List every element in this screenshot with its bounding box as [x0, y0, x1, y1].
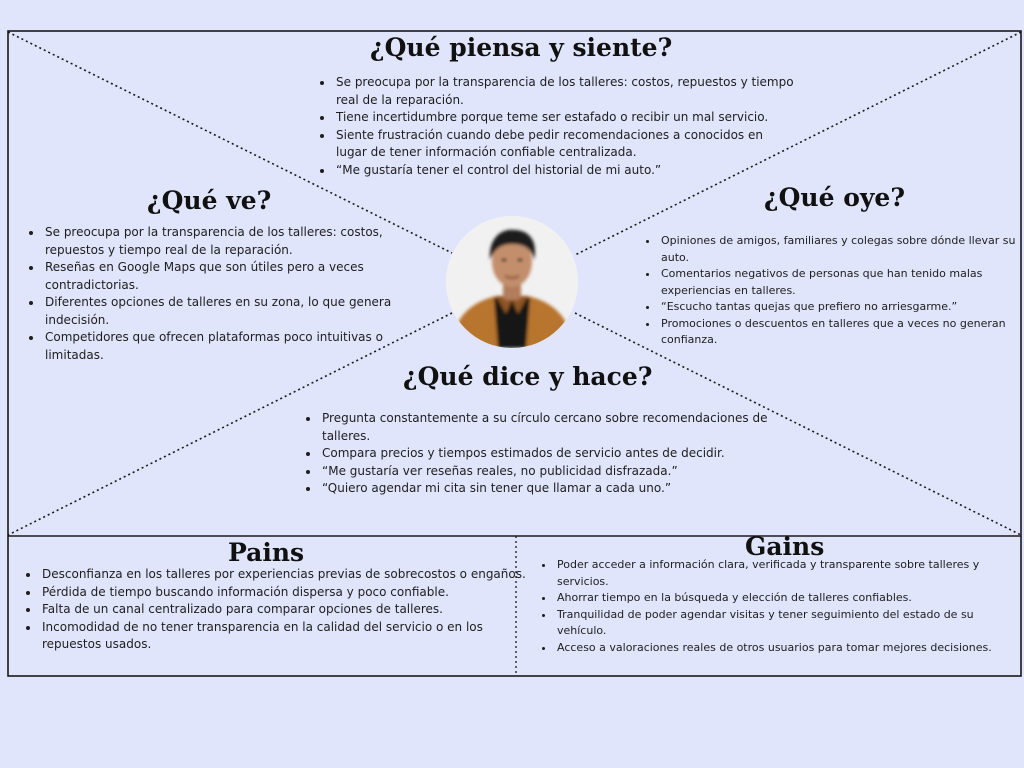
que-oye-title: ¿Qué oye?	[764, 183, 905, 212]
list-item: “Quiero agendar mi cita sin tener que ll…	[320, 480, 768, 498]
que-ve-list: Se preocupa por la transparencia de los …	[26, 224, 419, 364]
map-outer-border	[7, 30, 1022, 677]
que-oye-list: Opiniones de amigos, familiares y colega…	[642, 233, 1019, 349]
list-item: Opiniones de amigos, familiares y colega…	[659, 233, 1019, 266]
list-item: Diferentes opciones de talleres en su zo…	[43, 294, 419, 329]
pains-list: Desconfianza en los talleres por experie…	[23, 566, 528, 654]
list-item: Reseñas en Google Maps que son útiles pe…	[43, 259, 419, 294]
dice-hace-list: Pregunta constantemente a su círculo cer…	[303, 410, 768, 498]
list-item: Tranquilidad de poder agendar visitas y …	[555, 607, 1013, 640]
list-item: Compara precios y tiempos estimados de s…	[320, 445, 768, 463]
list-item: Promociones o descuentos en talleres que…	[659, 316, 1019, 349]
list-item: “Escucho tantas quejas que prefiero no a…	[659, 299, 1019, 316]
piensa-siente-title: ¿Qué piensa y siente?	[370, 33, 673, 62]
dice-hace-title: ¿Qué dice y hace?	[403, 362, 653, 391]
que-ve-title: ¿Qué ve?	[147, 186, 272, 215]
list-item: “Me gustaría tener el control del histor…	[334, 162, 796, 180]
diagonal-top-right	[574, 31, 1022, 256]
list-item: Poder acceder a información clara, verif…	[555, 557, 1013, 590]
person-photo-icon	[446, 216, 578, 348]
list-item: Falta de un canal centralizado para comp…	[40, 601, 528, 619]
gains-title: Gains	[745, 532, 825, 561]
persona-avatar	[446, 216, 578, 348]
list-item: Tiene incertidumbre porque teme ser esta…	[334, 109, 796, 127]
pains-title: Pains	[228, 538, 305, 567]
gains-list: Poder acceder a información clara, verif…	[538, 557, 1013, 656]
list-item: Competidores que ofrecen plataformas poc…	[43, 329, 419, 364]
list-item: Se preocupa por la transparencia de los …	[334, 74, 796, 109]
list-item: Comentarios negativos de personas que ha…	[659, 266, 1019, 299]
list-item: Incomodidad de no tener transparencia en…	[40, 619, 528, 654]
list-item: Acceso a valoraciones reales de otros us…	[555, 640, 1013, 657]
list-item: Se preocupa por la transparencia de los …	[43, 224, 419, 259]
list-item: “Me gustaría ver reseñas reales, no publ…	[320, 463, 768, 481]
list-item: Pérdida de tiempo buscando información d…	[40, 584, 528, 602]
list-item: Ahorrar tiempo en la búsqueda y elección…	[555, 590, 1013, 607]
diagonal-bottom-right	[574, 312, 1022, 536]
list-item: Desconfianza en los talleres por experie…	[40, 566, 528, 584]
piensa-siente-list: Se preocupa por la transparencia de los …	[317, 74, 796, 179]
list-item: Siente frustración cuando debe pedir rec…	[334, 127, 796, 162]
list-item: Pregunta constantemente a su círculo cer…	[320, 410, 768, 445]
